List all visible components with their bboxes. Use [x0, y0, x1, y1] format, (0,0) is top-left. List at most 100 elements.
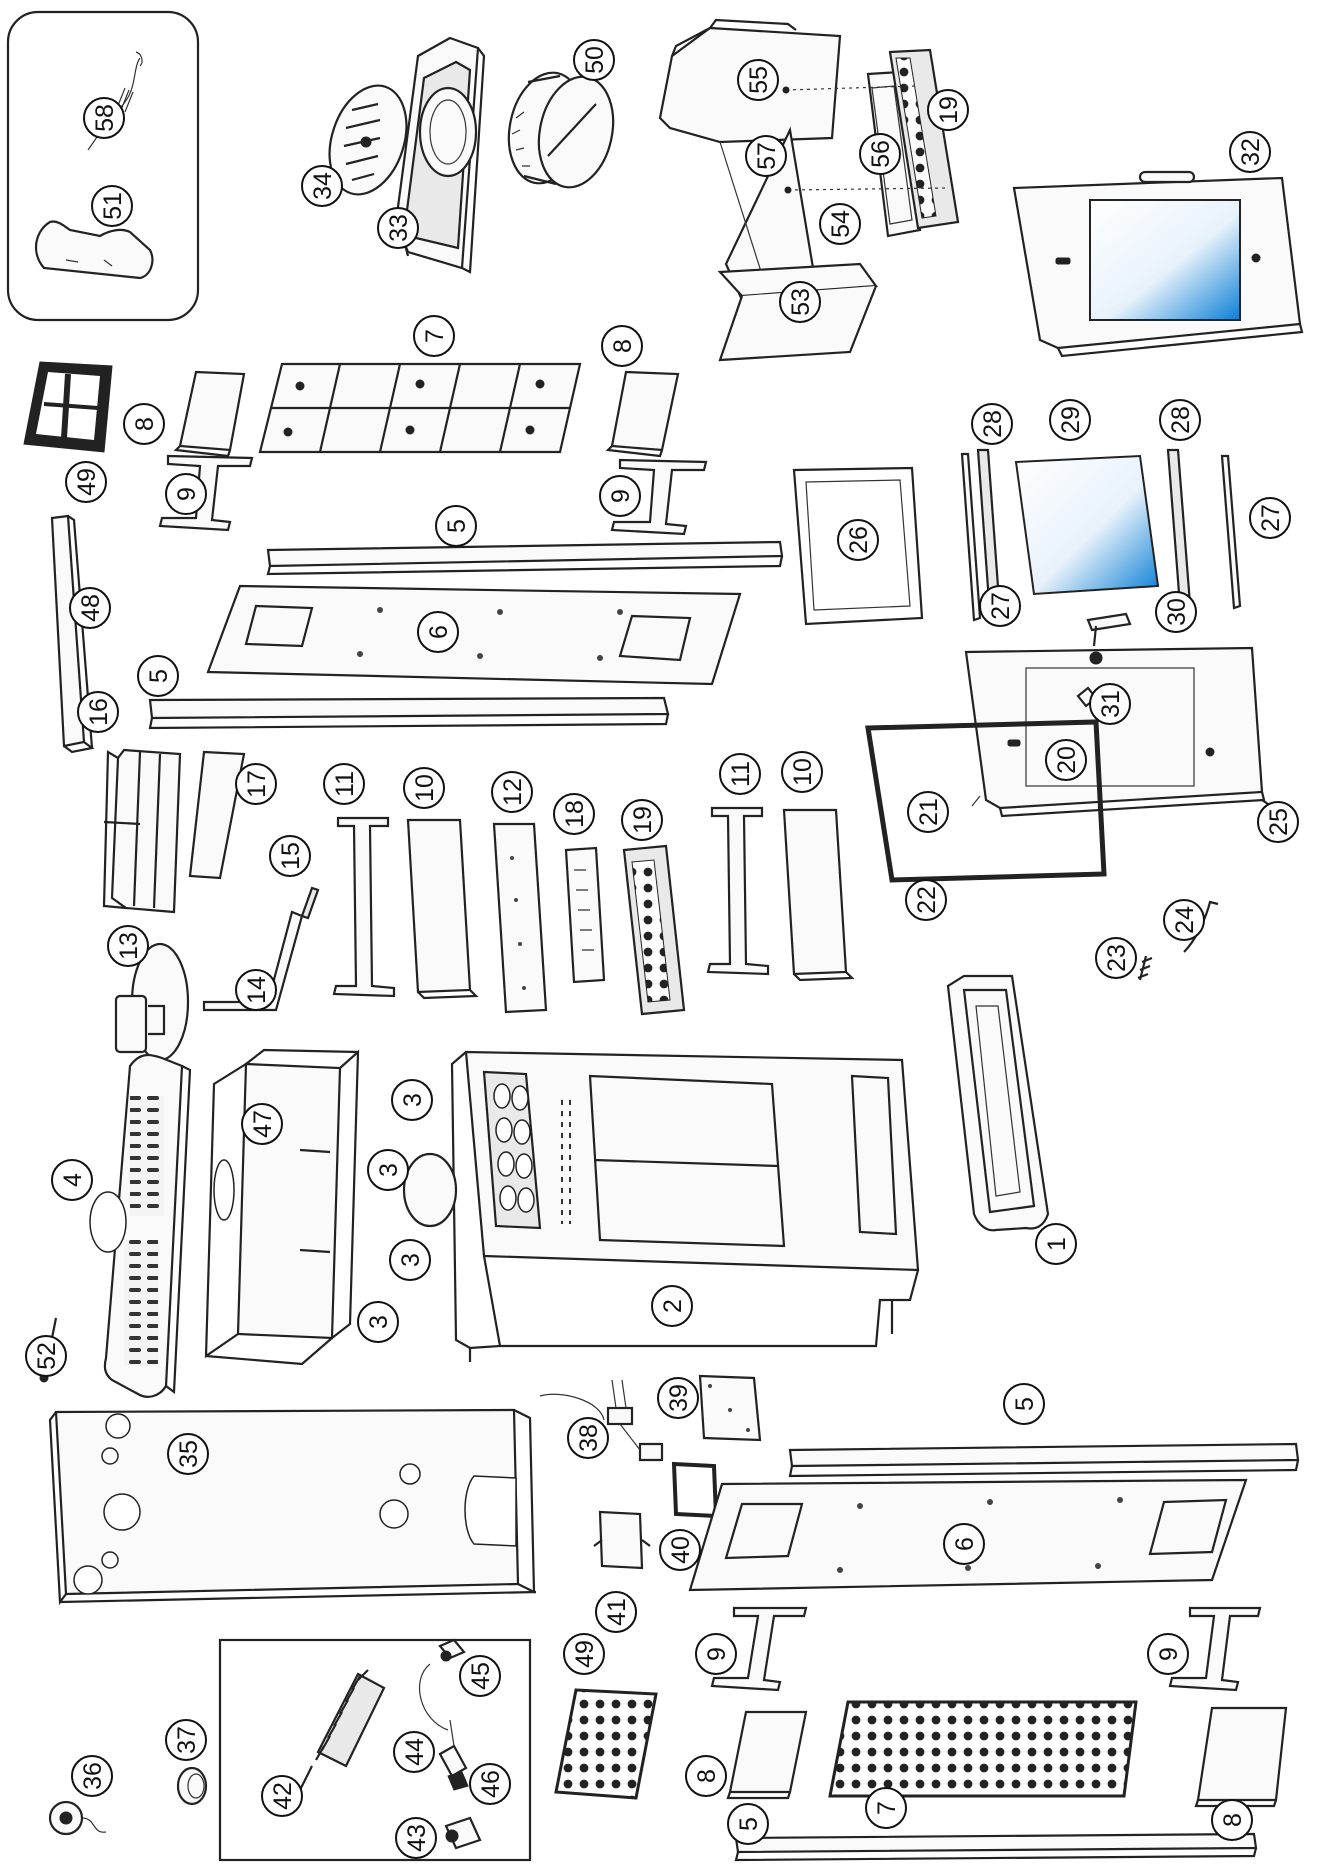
sensor-44	[419, 1663, 468, 1778]
callout-3-c: 3	[389, 1239, 431, 1281]
callout-label: 8	[1219, 1813, 1247, 1827]
bar-18	[564, 846, 606, 984]
callout-label: 3	[397, 1253, 425, 1267]
callout-49-bottom: 49	[563, 1633, 605, 1675]
callout-13: 13	[107, 925, 149, 967]
callout-label: 7	[421, 329, 449, 343]
top-cover-4	[89, 1053, 192, 1398]
callout-label: 28	[979, 410, 1007, 438]
callout-24: 24	[1163, 899, 1205, 941]
bracket-11-right	[706, 806, 770, 976]
plate-17	[188, 750, 246, 880]
callout-label: 3	[399, 1093, 427, 1107]
callout-27-left: 27	[979, 585, 1021, 627]
callout-3-d: 3	[357, 1301, 399, 1343]
callout-label: 30	[1163, 598, 1191, 626]
callout-31: 31	[1089, 683, 1131, 725]
callout-label: 45	[467, 1662, 495, 1690]
rail-5-bottom	[734, 1832, 1258, 1862]
callout-label: 11	[727, 761, 755, 787]
callout-2: 2	[651, 1285, 693, 1327]
ash-ring	[507, 71, 615, 189]
callout-label: 57	[753, 142, 781, 170]
perforated-panel-7-bottom	[828, 1700, 1138, 1798]
callout-8-bottom-left: 8	[685, 1755, 727, 1797]
callout-label: 19	[629, 806, 657, 834]
callout-9-bottom-left: 9	[695, 1633, 737, 1675]
callout-45: 45	[459, 1655, 501, 1697]
callout-30: 30	[1155, 591, 1197, 633]
callout-49-top: 49	[65, 461, 107, 503]
callout-9-top-left: 9	[165, 473, 207, 515]
callout-label: 49	[73, 468, 101, 496]
callout-28-right: 28	[1159, 399, 1201, 441]
callout-5-bottom: 5	[727, 1803, 769, 1845]
callout-8-bottom-right: 8	[1211, 1799, 1253, 1841]
callout-3-a: 3	[391, 1079, 433, 1121]
callout-44: 44	[393, 1731, 435, 1773]
callout-label: 40	[667, 1536, 695, 1564]
callout-label: 6	[425, 625, 453, 639]
round-grate	[328, 84, 408, 196]
spring-23	[1137, 955, 1153, 981]
rail-5-middle	[148, 696, 670, 730]
callout-41: 41	[595, 1591, 637, 1633]
callout-label: 14	[243, 976, 271, 1004]
callout-label: 56	[867, 140, 895, 168]
callout-17: 17	[235, 763, 277, 805]
callout-33: 33	[377, 207, 419, 249]
callout-label: 36	[79, 1762, 107, 1790]
side-panel-8-left	[173, 370, 246, 458]
callout-23: 23	[1095, 937, 1137, 979]
air-tube-top	[888, 48, 960, 230]
callout-4: 4	[51, 1159, 93, 1201]
callout-label: 5	[443, 519, 471, 533]
callout-label: 5	[1011, 1397, 1039, 1411]
gasket-40	[671, 1461, 719, 1519]
callout-label: 50	[581, 46, 609, 74]
callout-5-lower-right: 5	[1003, 1383, 1045, 1425]
callout-label: 58	[91, 104, 119, 132]
callout-12: 12	[491, 771, 533, 813]
door-20	[964, 646, 1266, 818]
callout-40: 40	[659, 1529, 701, 1571]
callout-label: 55	[745, 66, 773, 94]
strip-28-right	[1166, 448, 1192, 608]
callout-15: 15	[269, 835, 311, 877]
callout-label: 54	[827, 210, 855, 238]
callout-29: 29	[1049, 399, 1091, 441]
long-plate-48	[50, 514, 95, 754]
callout-22: 22	[905, 879, 947, 921]
callout-6-bottom: 6	[943, 1523, 985, 1565]
callout-51: 51	[91, 185, 133, 227]
callout-6-top: 6	[417, 611, 459, 653]
callout-3-b: 3	[367, 1149, 409, 1191]
callout-label: 6	[951, 1537, 979, 1551]
callout-5-top: 5	[435, 505, 477, 547]
callout-label: 23	[1103, 944, 1131, 972]
callout-label: 5	[735, 1817, 763, 1831]
callout-label: 7	[873, 1801, 901, 1815]
callout-55: 55	[737, 59, 779, 101]
callout-label: 44	[401, 1738, 429, 1766]
callout-label: 29	[1057, 406, 1085, 434]
callout-19-top: 19	[927, 89, 969, 131]
callout-8-top-right: 8	[601, 325, 643, 367]
callout-label: 41	[603, 1598, 631, 1626]
callout-label: 28	[1167, 406, 1195, 434]
rod-14	[202, 910, 304, 1012]
callout-39: 39	[657, 1377, 699, 1419]
callout-label: 20	[1053, 746, 1081, 774]
callout-label: 52	[33, 1342, 61, 1370]
handle-30	[1086, 612, 1132, 647]
callout-38: 38	[567, 1417, 609, 1459]
callout-20: 20	[1045, 739, 1087, 781]
callout-label: 18	[561, 800, 589, 828]
callout-9-bottom-right: 9	[1147, 1633, 1189, 1675]
callout-label: 53	[787, 288, 815, 316]
callout-label: 5	[145, 669, 173, 683]
callout-label: 24	[1171, 906, 1199, 934]
callout-label: 13	[115, 932, 143, 960]
callout-label: 25	[1265, 808, 1293, 836]
callout-label: 10	[411, 774, 439, 802]
